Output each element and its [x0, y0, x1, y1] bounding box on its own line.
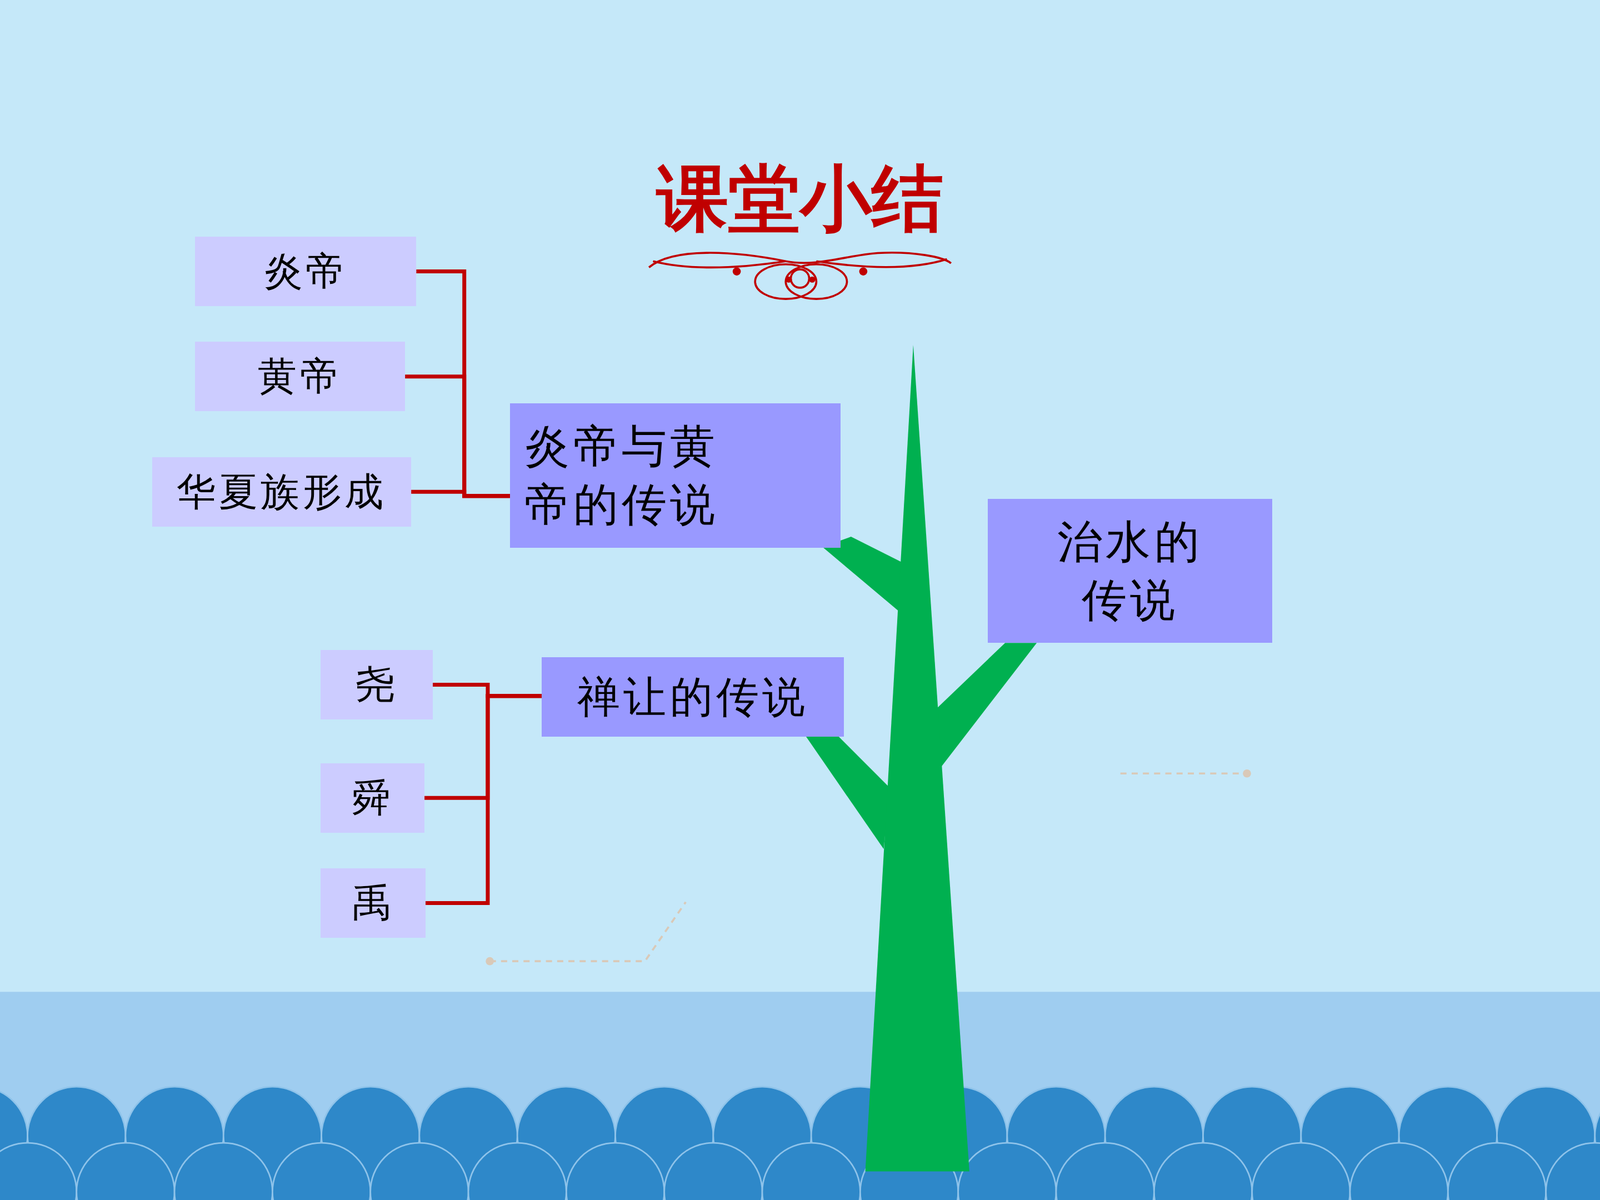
ornament-dot	[732, 267, 742, 276]
dashed-line	[490, 902, 687, 962]
wave	[0, 1142, 77, 1200]
node-label: 治水的传说	[1033, 512, 1227, 630]
ornament-loop	[790, 269, 809, 288]
item-box: 禹	[320, 868, 426, 938]
wave	[76, 1142, 175, 1200]
node-label: 炎帝与黄帝的传说	[524, 417, 763, 534]
topic-box: 治水的传说	[987, 498, 1273, 643]
waves	[0, 1086, 1600, 1200]
item-box: 舜	[320, 763, 425, 833]
node-label: 华夏族形成	[176, 466, 387, 518]
dashed-dot	[1242, 769, 1252, 778]
wave	[762, 1142, 860, 1200]
ornament-dot	[785, 276, 792, 283]
ornament-line	[653, 261, 787, 268]
wave	[1153, 1142, 1252, 1200]
tree-branch	[930, 642, 1037, 768]
ornament-dot	[809, 276, 816, 283]
wave	[1447, 1142, 1546, 1200]
bracket-connector	[405, 376, 510, 497]
item-box: 华夏族形成	[152, 457, 412, 527]
tree-trunk	[865, 345, 970, 1172]
node-label: 黄帝	[257, 351, 342, 402]
slide-title: 课堂小结	[0, 163, 1600, 235]
topic-box: 炎帝与黄帝的传说	[510, 403, 841, 549]
node-label: 禹	[352, 877, 395, 929]
item-box: 炎帝	[195, 236, 417, 307]
wave	[664, 1142, 763, 1200]
dashed-dot	[485, 957, 494, 966]
bracket-connector	[411, 491, 510, 496]
ornament-dot	[859, 267, 868, 276]
wave	[1350, 1142, 1448, 1200]
tree-branch	[822, 536, 904, 613]
wave	[174, 1142, 273, 1200]
item-box: 尧	[320, 650, 433, 720]
node-label: 尧	[355, 659, 398, 710]
topic-box: 禅让的传说	[541, 657, 844, 737]
node-label: 炎帝	[263, 246, 348, 297]
title-ornament	[648, 252, 952, 299]
bracket-connector	[424, 696, 542, 799]
wave	[958, 1142, 1057, 1200]
bracket-connector	[432, 684, 543, 696]
node-label: 禅让的传说	[577, 668, 809, 725]
wave	[566, 1142, 664, 1200]
wave	[1546, 1142, 1600, 1200]
dashed-line	[1120, 772, 1248, 775]
ornament-line	[816, 259, 947, 268]
wave	[1056, 1142, 1154, 1200]
ornament-line	[648, 252, 952, 268]
wave	[468, 1142, 567, 1200]
wave	[272, 1142, 370, 1200]
item-box: 黄帝	[195, 341, 405, 412]
tree-branch	[806, 736, 890, 849]
node-label: 舜	[351, 772, 394, 824]
wave	[370, 1142, 469, 1200]
bracket-connector	[416, 271, 510, 497]
ornament-loop	[785, 264, 847, 299]
ornament-dots	[732, 267, 868, 283]
bracket-connector	[425, 696, 542, 904]
wave	[1252, 1142, 1350, 1200]
